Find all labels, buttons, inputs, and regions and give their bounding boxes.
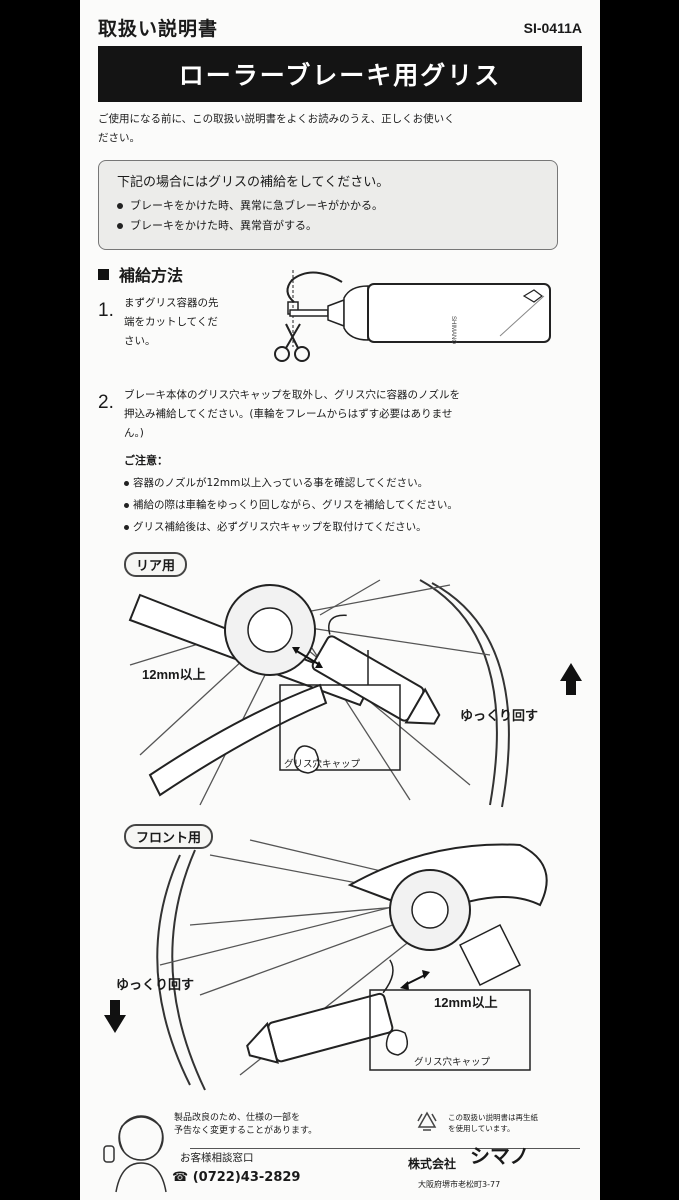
doc-type: 取扱い説明書 — [98, 18, 219, 40]
caution-item: グリス補給後は、必ずグリス穴キャップを取付けてください。 — [124, 516, 574, 538]
rear-rotate-label: ゆっくり回す — [460, 708, 539, 723]
step2-text: ブレーキ本体のグリス穴キャップを取外し、グリス穴に容器のノズルを 押込み補給して… — [124, 386, 574, 443]
rotate-arrow-icon — [560, 663, 582, 695]
doc-code: SI-0411A — [523, 20, 582, 36]
front-depth-label: 12mm以上 — [434, 995, 498, 1010]
front-tag: フロント用 — [124, 824, 214, 849]
operator-logo-icon — [103, 1115, 167, 1193]
svg-text:SHIMANO: SHIMANO — [450, 316, 456, 344]
caution-item-text: 補給の際は車輪をゆっくり回しながら、グリスを補給してください。 — [133, 499, 458, 511]
caution-item: 容器のノズルが12mm以上入っている事を確認してください。 — [124, 472, 574, 494]
company-address: 大阪府堺市老松町3-77 — [418, 1180, 501, 1189]
square-bullet-icon — [98, 268, 109, 280]
front-hub-illustration — [104, 839, 548, 1091]
step1-line: 端をカットしてくだ — [124, 316, 218, 328]
front-rotate-label: ゆっくり回す — [116, 977, 195, 992]
footer-recycle-line: この取扱い説明書は再生紙 — [448, 1113, 538, 1122]
rotate-arrow-icon — [104, 1000, 126, 1033]
intro-line: ご使用になる前に、この取扱い説明書をよくお読みのうえ、正しくお使いく — [98, 113, 455, 125]
step2-line: ん。) — [124, 427, 144, 439]
bullet-icon — [124, 524, 129, 530]
caution-heading: ご注意： — [124, 454, 168, 467]
step2-line: ブレーキ本体のグリス穴キャップを取外し、グリス穴に容器のノズルを — [124, 389, 460, 401]
company-prefix: 株式会社 — [408, 1157, 457, 1171]
rear-depth-label: 12mm以上 — [142, 667, 206, 682]
front-cap-label: グリス穴キャップ — [414, 1057, 491, 1068]
caution-list: 容器のノズルが12mm以上入っている事を確認してください。 補給の際は車輪をゆっ… — [124, 472, 574, 538]
footer-notice: 製品改良のため、仕様の一部を 予告なく変更することがあります。 — [174, 1112, 317, 1138]
caution-item-text: 容器のノズルが12mm以上入っている事を確認してください。 — [133, 477, 429, 489]
notice-heading: 下記の場合にはグリスの補給をしてください。 — [117, 175, 390, 190]
instruction-sheet: 取扱い説明書 SI-0411A ローラーブレーキ用グリス ご使用になる前に、この… — [80, 0, 600, 1200]
notice-box: 下記の場合にはグリスの補給をしてください。 ブレーキをかけた時、異常に急ブレーキ… — [98, 160, 558, 250]
notice-item-text: ブレーキをかけた時、異常音がする。 — [130, 219, 317, 232]
footer-recycle-line: を使用しています。 — [448, 1124, 515, 1133]
bullet-icon — [117, 223, 123, 229]
footer-notice-line: 予告なく変更することがあります。 — [174, 1126, 318, 1136]
bullet-icon — [124, 480, 129, 486]
notice-item: ブレーキをかけた時、異常音がする。 — [117, 216, 539, 236]
caution-item: 補給の際は車輪をゆっくり回しながら、グリスを補給してください。 — [124, 494, 574, 516]
step1-number: 1. — [98, 300, 114, 321]
grease-bottle-illustration: SHIMANO — [274, 270, 551, 362]
step2-line: 押込み補給してください。(車輪をフレームからはずす必要はありませ — [124, 408, 453, 420]
rear-cap-label: グリス穴キャップ — [284, 759, 361, 770]
footer-divider — [190, 1148, 580, 1149]
section-heading-text: 補給方法 — [119, 266, 184, 285]
rear-tag: リア用 — [124, 552, 188, 577]
step2-number: 2. — [98, 392, 114, 413]
brand-name: シマノ — [470, 1144, 530, 1168]
intro-text: ご使用になる前に、この取扱い説明書をよくお読みのうえ、正しくお使いく ださい。 — [98, 110, 568, 148]
step1-line: まずグリス容器の先 — [124, 297, 219, 309]
scissors-icon — [274, 323, 310, 362]
bullet-icon — [117, 203, 123, 209]
bullet-icon — [124, 502, 129, 508]
notice-item-text: ブレーキをかけた時、異常に急ブレーキがかかる。 — [130, 199, 383, 212]
caution-item-text: グリス補給後は、必ずグリス穴キャップを取付けてください。 — [133, 521, 427, 533]
footer-notice-line: 製品改良のため、仕様の一部を — [174, 1113, 301, 1123]
section-heading: 補給方法 — [98, 262, 183, 286]
page-title: ローラーブレーキ用グリス — [98, 46, 582, 102]
step1-text: まずグリス容器の先 端をカットしてくだ さい。 — [124, 294, 219, 351]
doc-header: 取扱い説明書 SI-0411A — [98, 12, 582, 42]
phone-number: ☎ (0722)43-2829 — [172, 1170, 301, 1185]
recycle-icon — [417, 1111, 437, 1131]
notice-item: ブレーキをかけた時、異常に急ブレーキがかかる。 — [117, 196, 539, 216]
support-label: お客様相談窓口 — [180, 1152, 254, 1164]
intro-line: ださい。 — [98, 132, 140, 144]
rear-hub-illustration — [128, 579, 582, 808]
footer-recycle: この取扱い説明書は再生紙 を使用しています。 — [448, 1112, 538, 1134]
phone-number-value: (0722)43-2829 — [192, 1170, 301, 1185]
step1-line: さい。 — [124, 335, 156, 347]
